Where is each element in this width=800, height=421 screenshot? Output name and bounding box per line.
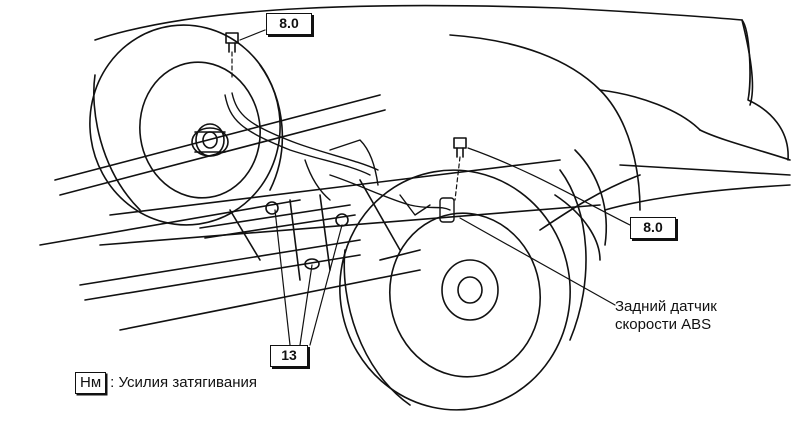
torque-callout-right: 8.0 — [630, 217, 676, 239]
left-wheel — [89, 24, 284, 226]
bolt-top — [225, 32, 239, 53]
differential-hub — [191, 127, 229, 157]
torque-callout-top: 8.0 — [266, 13, 312, 35]
right-wheel — [339, 149, 608, 411]
abs-sensor-harness — [329, 174, 455, 223]
abs-sensor-label: Задний датчик скорости ABS — [615, 298, 717, 334]
leader-lines — [231, 29, 631, 346]
vehicle-body-outline — [94, 4, 791, 231]
frame-and-axle — [39, 94, 601, 331]
legend-unit-box: Нм — [75, 372, 107, 394]
bolt-right — [453, 137, 467, 158]
brake-line — [224, 92, 379, 201]
abs-sensor-label-line2: скорости ABS — [615, 316, 712, 333]
abs-sensor-label-line1: Задний датчик — [615, 298, 717, 315]
torque-callout-bottom: 13 — [270, 345, 308, 367]
legend-text: : Усилия затягивания — [110, 374, 257, 391]
legend: Нм : Усилия затягивания — [75, 372, 257, 394]
